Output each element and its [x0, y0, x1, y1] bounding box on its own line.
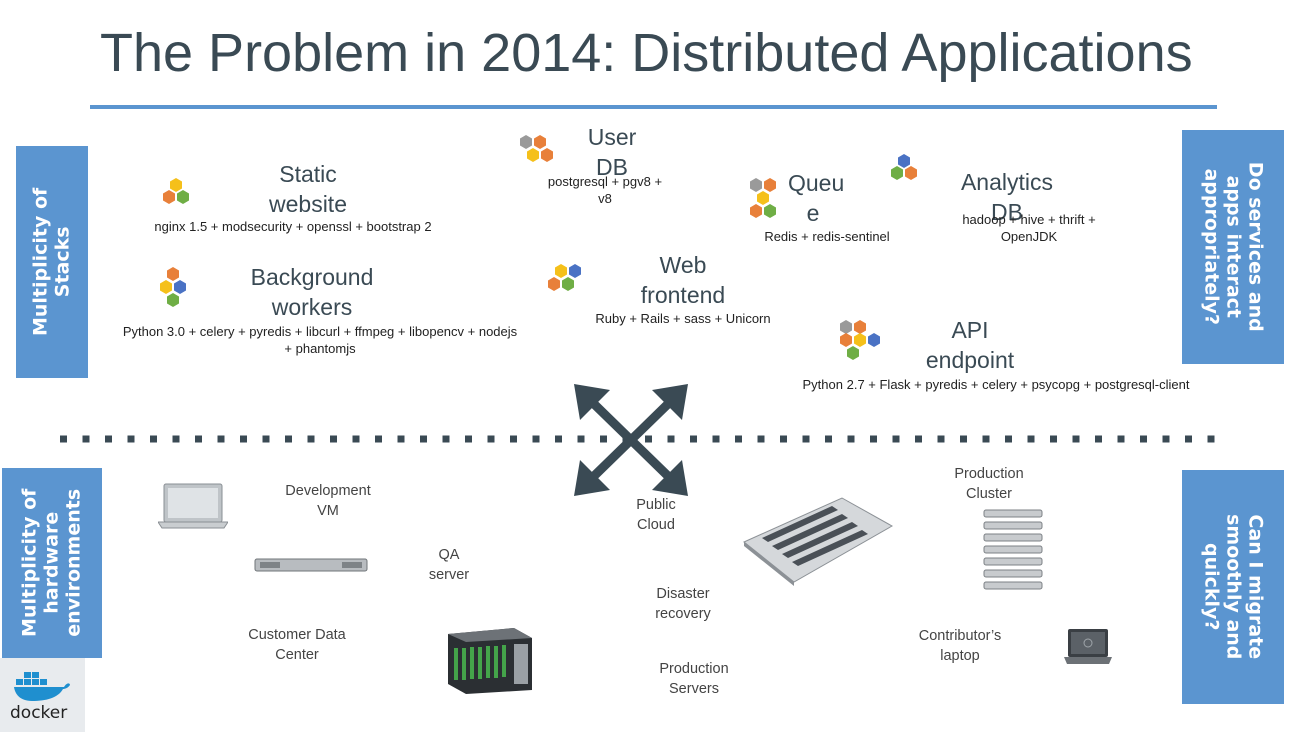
contributor-laptop-label-line-2: laptop — [940, 647, 980, 664]
queue-stack: Redis + redis-sentinel — [764, 229, 890, 244]
analytics-db-name-line-2: DB — [991, 198, 1023, 225]
production-servers-label-line-1: Production — [659, 661, 729, 677]
rack-server-icon — [254, 558, 368, 572]
qa-server-label-line-1: QA — [438, 547, 460, 563]
customer-dc-label: Customer Data Center — [232, 626, 362, 665]
static-website-stack: nginx 1.5 + modsecurity + openssl + boot… — [154, 219, 432, 234]
page-title: The Problem in 2014: Distributed Applica… — [100, 23, 1193, 83]
laptop-icon — [158, 483, 228, 529]
server-stack-icon — [983, 509, 1043, 590]
production-cluster-label-line-2: Cluster — [966, 485, 1012, 502]
user-db-stack-line-2: v8 — [598, 190, 612, 206]
hex-cluster-analytics-icon — [891, 154, 917, 180]
web-frontend-stack: Ruby + Rails + sass + Unicorn — [595, 311, 771, 326]
analytics-db-name-line-1: Analytics — [960, 169, 1054, 195]
data-center-icon — [743, 497, 894, 586]
interact-label-line-2: apps interact — [1222, 175, 1245, 319]
blade-server-icon — [448, 628, 532, 694]
docker-logo-text: docker — [10, 703, 68, 723]
interact-label-line-1: Do services and — [1244, 162, 1267, 332]
interact-label-line-3: appropriately? — [1201, 168, 1224, 326]
customer-dc-label-line-2: Center — [275, 646, 319, 663]
customer-dc-label-line-1: Customer Data — [248, 627, 346, 643]
disaster-recovery-label-line-1: Disaster — [656, 586, 710, 602]
stacks-label-line-1: Multiplicity of — [29, 187, 52, 337]
disaster-recovery-label-line-2: recovery — [655, 605, 711, 622]
hex-cluster-static-icon — [163, 178, 189, 204]
hex-cluster-api-icon — [840, 320, 880, 360]
static-website-name-line-2: website — [269, 190, 347, 217]
background-workers-stack-line-2: + phantomjs — [284, 340, 356, 356]
hex-cluster-workers-icon — [160, 267, 186, 307]
analytics-db-name: Analytics DB — [940, 168, 1074, 228]
public-cloud-label-line-2: Cloud — [637, 516, 675, 533]
queue-name-line-1: Queu — [788, 170, 845, 196]
stacks-label-line-2: Stacks — [51, 226, 74, 298]
hex-cluster-queue-icon — [750, 178, 776, 218]
section-divider — [60, 435, 1221, 443]
background-workers-stack-line-1: Python 3.0 + celery + pyredis + libcurl … — [122, 324, 518, 339]
api-endpoint-stack: Python 2.7 + Flask + pyredis + celery + … — [802, 377, 1190, 392]
hardware-label-line-1: Multiplicity of — [18, 488, 41, 638]
analytics-db-stack-line-1: hadoop + hive + thrift + — [962, 212, 1096, 227]
web-frontend-name-line-2: frontend — [640, 281, 726, 308]
api-endpoint-name: API endpoint — [910, 316, 1030, 376]
migrate-label-line-1: Can I migrate — [1244, 514, 1267, 660]
public-cloud-label: Public Cloud — [616, 496, 696, 535]
hex-cluster-user-db-icon — [520, 135, 553, 162]
qa-server-label-line-2: server — [428, 566, 470, 583]
production-cluster-label-line-1: Production — [954, 466, 1024, 482]
hex-cluster-web-icon — [548, 264, 581, 291]
user-db-name-line-1: User — [587, 124, 637, 150]
development-vm-label-line-1: Development — [285, 483, 371, 499]
development-vm-label: Development VM — [268, 482, 388, 521]
stacks-side-label: Multiplicity of Stacks — [16, 146, 88, 378]
api-endpoint-name-line-1: API — [951, 317, 989, 343]
dell-laptop-icon — [1064, 629, 1112, 664]
development-vm-label-line-2: VM — [317, 502, 339, 519]
migrate-side-label: Can I migrate smoothly and quickly? — [1182, 470, 1284, 704]
analytics-db-stack: hadoop + hive + thrift + OpenJDK — [944, 212, 1114, 246]
api-endpoint-name-line-2: endpoint — [925, 346, 1015, 373]
user-db-stack: postgresql + pgv8 + v8 — [530, 174, 680, 208]
docker-whale-icon — [14, 672, 70, 701]
user-db-name-line-2: DB — [596, 153, 628, 180]
background-workers-name: Background workers — [222, 263, 402, 323]
contributor-laptop-label-line-1: Contributor’s — [918, 628, 1002, 644]
production-servers-label-line-2: Servers — [669, 680, 719, 697]
analytics-db-stack-line-2: OpenJDK — [1000, 228, 1058, 244]
production-cluster-label: Production Cluster — [938, 465, 1040, 504]
crossed-arrows-icon — [574, 384, 688, 496]
web-frontend-name-line-1: Web — [659, 252, 707, 278]
hardware-side-label: Multiplicity of hardware environments — [2, 468, 102, 658]
user-db-stack-line-1: postgresql + pgv8 + — [547, 174, 663, 189]
contributor-laptop-label: Contributor’s laptop — [904, 627, 1016, 666]
user-db-name: User DB — [572, 123, 652, 183]
static-website-name: Static website — [238, 160, 378, 220]
web-frontend-name: Web frontend — [616, 251, 750, 311]
background-workers-stack: Python 3.0 + celery + pyredis + libcurl … — [88, 324, 552, 358]
hardware-label-line-2: hardware — [40, 512, 63, 614]
disaster-recovery-label: Disaster recovery — [636, 585, 730, 624]
queue-name-line-2: e — [806, 199, 820, 226]
production-servers-label: Production Servers — [644, 660, 744, 699]
background-workers-name-line-1: Background — [250, 264, 374, 290]
queue-name: Queu e — [788, 169, 845, 229]
public-cloud-label-line-1: Public — [636, 497, 676, 513]
title-underline — [90, 105, 1217, 109]
migrate-label-line-3: quickly? — [1201, 543, 1224, 631]
background-workers-name-line-2: workers — [271, 293, 353, 320]
migrate-label-line-2: smoothly and — [1222, 514, 1245, 660]
interact-side-label: Do services and apps interact appropriat… — [1182, 130, 1284, 364]
hardware-label-line-3: environments — [61, 489, 84, 637]
qa-server-label: QA server — [414, 546, 484, 585]
static-website-name-line-1: Static — [279, 161, 337, 187]
